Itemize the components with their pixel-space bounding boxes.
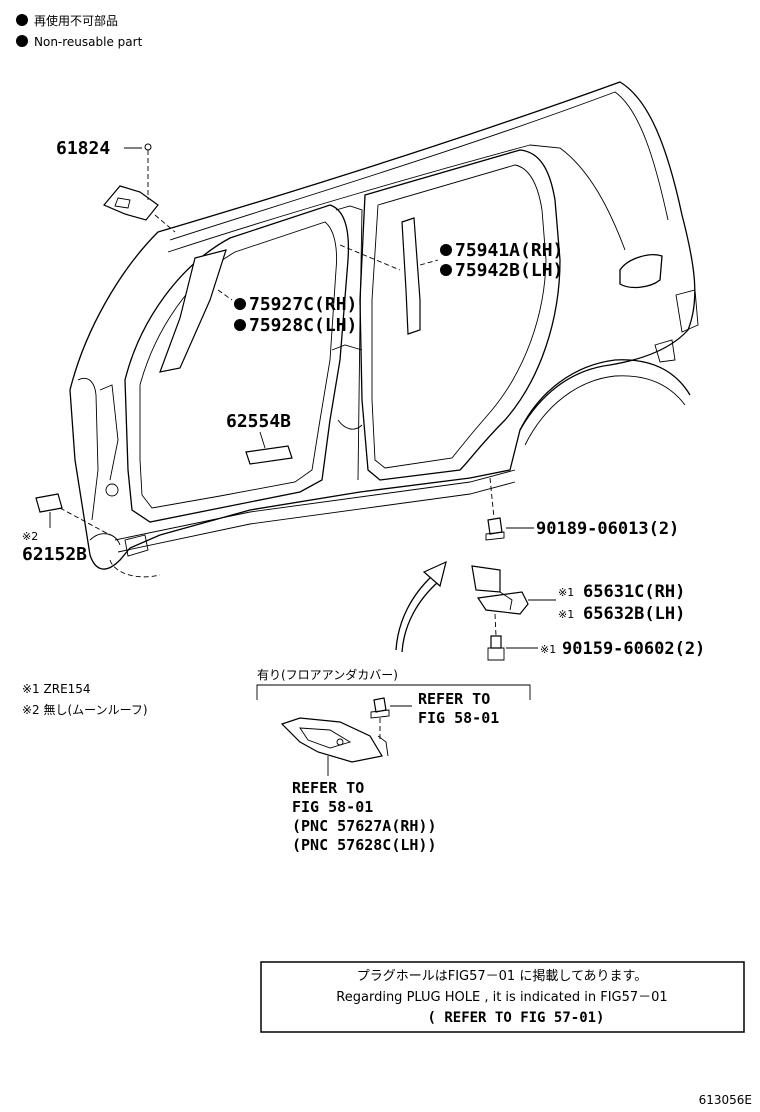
part-label-62152: 62152B [22, 544, 87, 565]
refer-b-line1: REFER TO [292, 779, 364, 797]
legend: 再使用不可部品 Non-reusable part [16, 13, 143, 49]
non-reusable-dot-icon [440, 244, 452, 256]
part-label-75928: 75928C(LH) [249, 315, 357, 336]
part-62554-drawing [245, 445, 293, 465]
non-reusable-dot-icon [440, 264, 452, 276]
part-label-65631: 65631C(RH) [583, 582, 685, 602]
refer-b-line3: (PNC 57627A(RH)) [292, 817, 437, 835]
info-line-ref: ( REFER TO FIG 57-01) [427, 1010, 604, 1026]
legend-en: Non-reusable part [34, 35, 143, 49]
part-label-75942: 75942B(LH) [455, 260, 563, 281]
part-75927-drawing [159, 249, 233, 373]
non-reusable-dot-icon [234, 319, 246, 331]
plug-hole-info-box: プラグホールはFIG57－01 に掲載してあります。 Regarding PLU… [260, 961, 745, 1033]
refer-a-line1: REFER TO [418, 690, 490, 708]
info-line-jp: プラグホールはFIG57－01 に掲載してあります。 [357, 968, 648, 984]
part-90159-drawing [487, 613, 538, 661]
part-75941-drawing [339, 217, 439, 335]
part-label-90159: 90159-60602(2) [562, 639, 705, 659]
floor-under-cover-group: 有り(フロアアンダカバー) REFER TO FIG 58-01 REFER T… [256, 667, 531, 854]
part-65631-drawing [471, 565, 556, 615]
refer-b-line4: (PNC 57628C(LH)) [292, 836, 437, 854]
floor-group-header: 有り(フロアアンダカバー) [257, 667, 398, 682]
part-62152-drawing [35, 493, 111, 536]
part-label-65632: 65632B(LH) [583, 604, 685, 624]
note-mark-1: ※1 [558, 586, 574, 599]
body-side-panel-drawing [69, 81, 699, 578]
part-label-75927: 75927C(RH) [249, 294, 357, 315]
part-label-75941: 75941A(RH) [455, 240, 563, 261]
note-mark-1: ※1 [558, 608, 574, 621]
note-mark-1: ※1 [540, 643, 556, 656]
refer-a-line2: FIG 58-01 [418, 709, 499, 727]
note-mark-2: ※2 [22, 530, 38, 543]
refer-b-line2: FIG 58-01 [292, 798, 373, 816]
part-label-62554: 62554B [226, 411, 291, 432]
info-line-en: Regarding PLUG HOLE , it is indicated in… [336, 990, 667, 1005]
legend-jp: 再使用不可部品 [34, 13, 118, 28]
non-reusable-dot-icon [16, 14, 28, 26]
note-moonroof: ※2 無し(ムーンルーフ) [22, 702, 148, 717]
non-reusable-dot-icon [234, 298, 246, 310]
figure-code: 613056E [699, 1093, 752, 1107]
part-90189-drawing [485, 477, 534, 541]
note-zre154: ※1 ZRE154 [22, 682, 91, 696]
part-61824-drawing [103, 143, 176, 233]
direction-arrow-icon [395, 560, 447, 653]
non-reusable-dot-icon [16, 35, 28, 47]
part-label-61824: 61824 [56, 138, 110, 159]
part-label-90189: 90189-06013(2) [536, 519, 679, 539]
